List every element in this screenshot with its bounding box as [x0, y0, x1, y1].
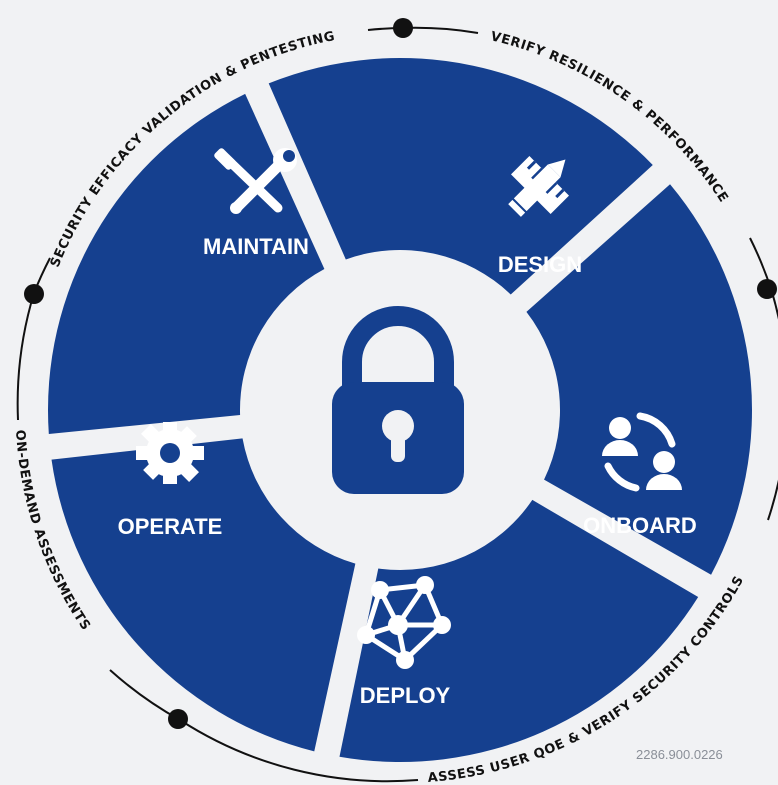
segment-shape-deploy[interactable]	[339, 499, 699, 763]
segment-deploy[interactable]: DEPLOY	[357, 576, 451, 708]
padlock-icon	[332, 306, 464, 494]
network-icon	[357, 576, 451, 669]
segment-label-deploy: DEPLOY	[360, 683, 451, 708]
ring-node-right	[757, 279, 777, 299]
segment-shape-design[interactable]	[268, 58, 653, 295]
segment-label-design: DESIGN	[498, 252, 582, 277]
ring-node-bottom-left	[168, 709, 188, 729]
ring-node-left	[24, 284, 44, 304]
gear-icon	[136, 422, 204, 484]
segment-label-operate: OPERATE	[118, 514, 223, 539]
segment-maintain[interactable]: MAINTAIN	[203, 147, 309, 259]
segment-shape-operate[interactable]	[51, 438, 356, 752]
segment-label-onboard: ONBOARD	[583, 513, 697, 538]
segment-operate[interactable]: OPERATE	[118, 422, 223, 539]
segment-shape-onboard[interactable]	[526, 184, 752, 575]
segment-label-maintain: MAINTAIN	[203, 234, 309, 259]
segment-onboard[interactable]: ONBOARD	[583, 412, 697, 538]
ring-node-top	[393, 18, 413, 38]
segment-shape-maintain[interactable]	[48, 93, 325, 434]
user-exchange-icon	[602, 412, 682, 492]
tools-icon	[214, 148, 297, 214]
ruler-pencil-icon	[508, 156, 569, 217]
reference-code: 2286.900.0226	[636, 747, 723, 762]
segment-ring	[48, 58, 752, 763]
segment-design[interactable]: DESIGN	[498, 153, 582, 277]
